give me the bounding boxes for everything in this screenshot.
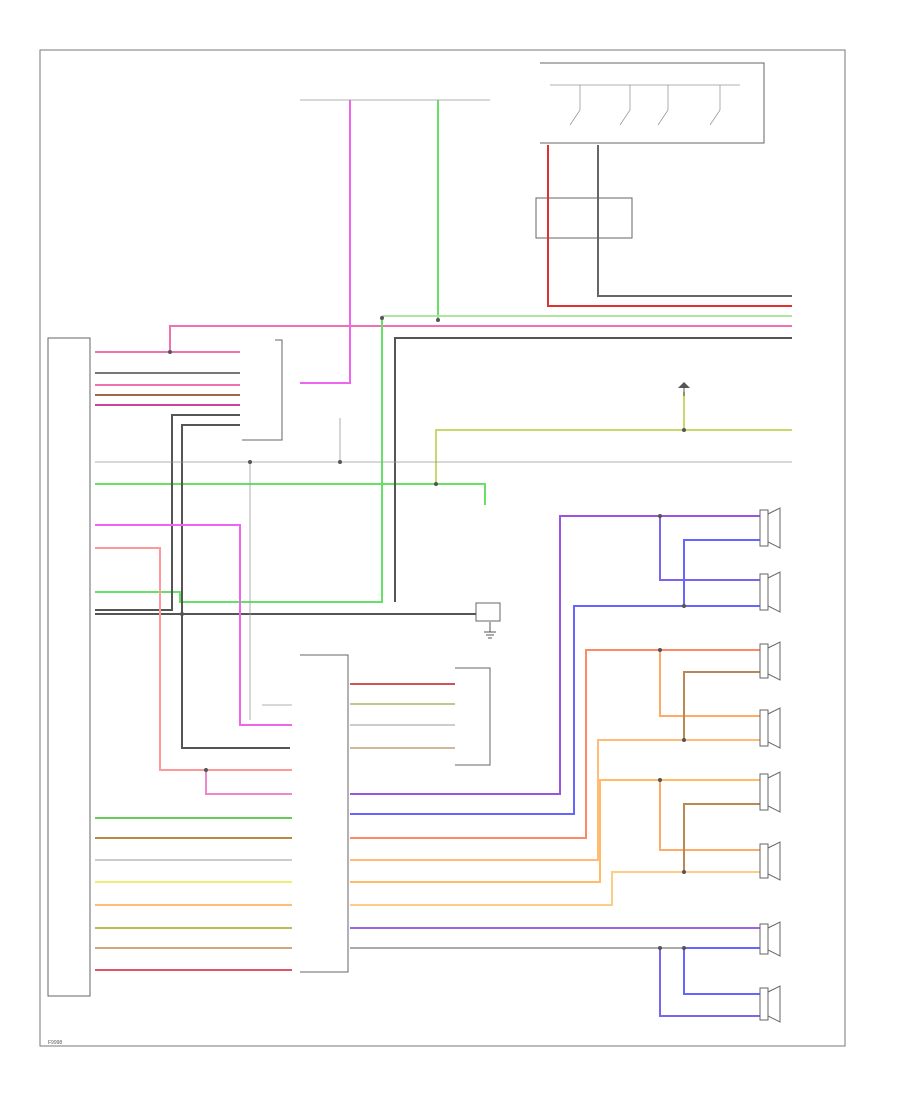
top-right-switch-module xyxy=(540,62,765,144)
footer-code: F9998 xyxy=(48,1040,62,1046)
wire-blue-right-2 xyxy=(350,605,760,815)
speaker-icon-3 xyxy=(759,641,781,681)
wire-violet-speaker-a xyxy=(659,516,760,581)
speaker-icon-7 xyxy=(759,921,781,957)
speaker-icon-2 xyxy=(759,571,781,613)
wire-salmon-right-3 xyxy=(350,649,760,839)
ground-symbol-center xyxy=(484,622,496,639)
switch-contact-1 xyxy=(569,85,581,126)
wire-pink-top xyxy=(169,325,792,350)
switch-contact-2 xyxy=(619,85,631,126)
wire-darkgray-loop-2 xyxy=(181,424,290,749)
left-module-box xyxy=(47,337,91,997)
wire-darkgray-loop-1 xyxy=(95,414,240,611)
wire-darkgray-top-right xyxy=(394,337,792,602)
wire-magenta-lower-2 xyxy=(205,770,292,795)
diagram-frame xyxy=(39,49,846,1047)
ground-symbol-top xyxy=(678,382,690,396)
center-right-module xyxy=(455,667,491,766)
wire-orange-right-5 xyxy=(350,779,760,883)
switch-contact-3 xyxy=(657,85,669,126)
speaker-icon-1 xyxy=(759,507,781,549)
splice-dots xyxy=(168,316,686,950)
wire-salmon-lower xyxy=(95,547,292,771)
wire-gray-top-right xyxy=(597,145,792,297)
wire-brown-speaker-f xyxy=(683,803,760,872)
relay-box xyxy=(535,197,633,239)
wire-blue-speaker-h xyxy=(683,947,760,995)
wire-green-row xyxy=(95,483,486,505)
wire-tan-right-6 xyxy=(350,871,760,906)
speaker-icon-4 xyxy=(759,707,781,749)
connector-block xyxy=(475,602,501,622)
lower-center-module xyxy=(300,654,349,973)
wire-magenta-vertical xyxy=(300,100,351,384)
wire-violet-speaker-g xyxy=(659,948,760,1017)
switch-contact-4 xyxy=(709,85,721,126)
wire-red-top-right xyxy=(547,145,792,307)
wire-brown-speaker-d xyxy=(683,671,760,740)
speaker-icon-6 xyxy=(759,841,781,881)
wire-magenta-lower xyxy=(95,524,292,726)
wire-orange-speaker-c xyxy=(659,650,760,717)
wire-blue-speaker-b xyxy=(683,539,760,606)
speaker-icon-8 xyxy=(759,985,781,1023)
wire-olive-upper xyxy=(435,429,792,484)
wire-lightgreen-loop xyxy=(95,318,383,603)
center-junction-box xyxy=(242,339,283,441)
speaker-icon-5 xyxy=(759,771,781,813)
wire-orange-right-4 xyxy=(350,739,760,861)
wire-orange-speaker-e xyxy=(659,780,760,851)
wire-violet-right-1 xyxy=(350,515,760,795)
